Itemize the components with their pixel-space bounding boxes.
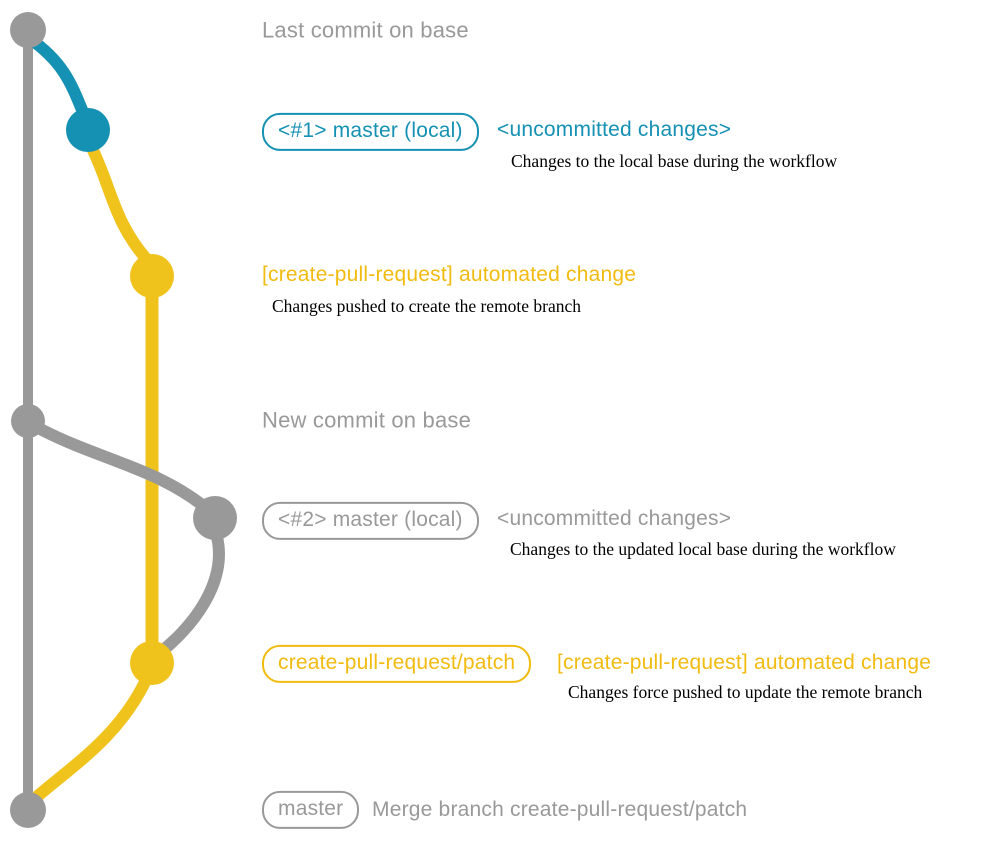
automated-change-1-label: [create-pull-request] automated change — [262, 262, 637, 286]
uncommitted-changes-1-desc: Changes to the local base during the wor… — [511, 150, 838, 171]
uncommitted-changes-2-desc: Changes to the updated local base during… — [510, 538, 896, 559]
new-commit-label: New commit on base — [262, 407, 472, 433]
master-local-1-badge: <#1> master (local) — [262, 112, 479, 152]
merge-branch-label: Merge branch create-pull-request/patch — [372, 797, 748, 821]
uncommitted-changes-2-label: <uncommitted changes> — [497, 506, 732, 530]
local-master-1-edge — [23, 32, 93, 128]
create-pull-request-patch-badge: create-pull-request/patch — [262, 644, 532, 684]
automated-change-1-desc: Changes pushed to create the remote bran… — [272, 295, 582, 316]
merge-edge — [27, 674, 152, 806]
commit-node-auto-change-1 — [130, 254, 174, 298]
local-master-2-edge — [25, 418, 218, 519]
automated-change-2-desc: Changes force pushed to update the remot… — [568, 681, 923, 702]
uncommitted-changes-1-label: <uncommitted changes> — [497, 117, 732, 141]
commit-node-new-base — [11, 404, 45, 438]
commit-node-auto-change-2 — [130, 641, 174, 685]
commit-node-master-2 — [193, 496, 237, 540]
last-commit-label: Last commit on base — [262, 17, 469, 43]
rebase-edge — [150, 531, 225, 662]
commit-node-master-1 — [66, 108, 110, 152]
commit-node-merge — [10, 792, 46, 828]
automated-change-2-label: [create-pull-request] automated change — [557, 650, 932, 674]
master-local-2-badge: <#2> master (local) — [262, 501, 479, 541]
commit-node-last-base — [10, 12, 46, 48]
master-badge: master — [262, 790, 360, 830]
patch-branch-edge-1 — [85, 140, 155, 268]
